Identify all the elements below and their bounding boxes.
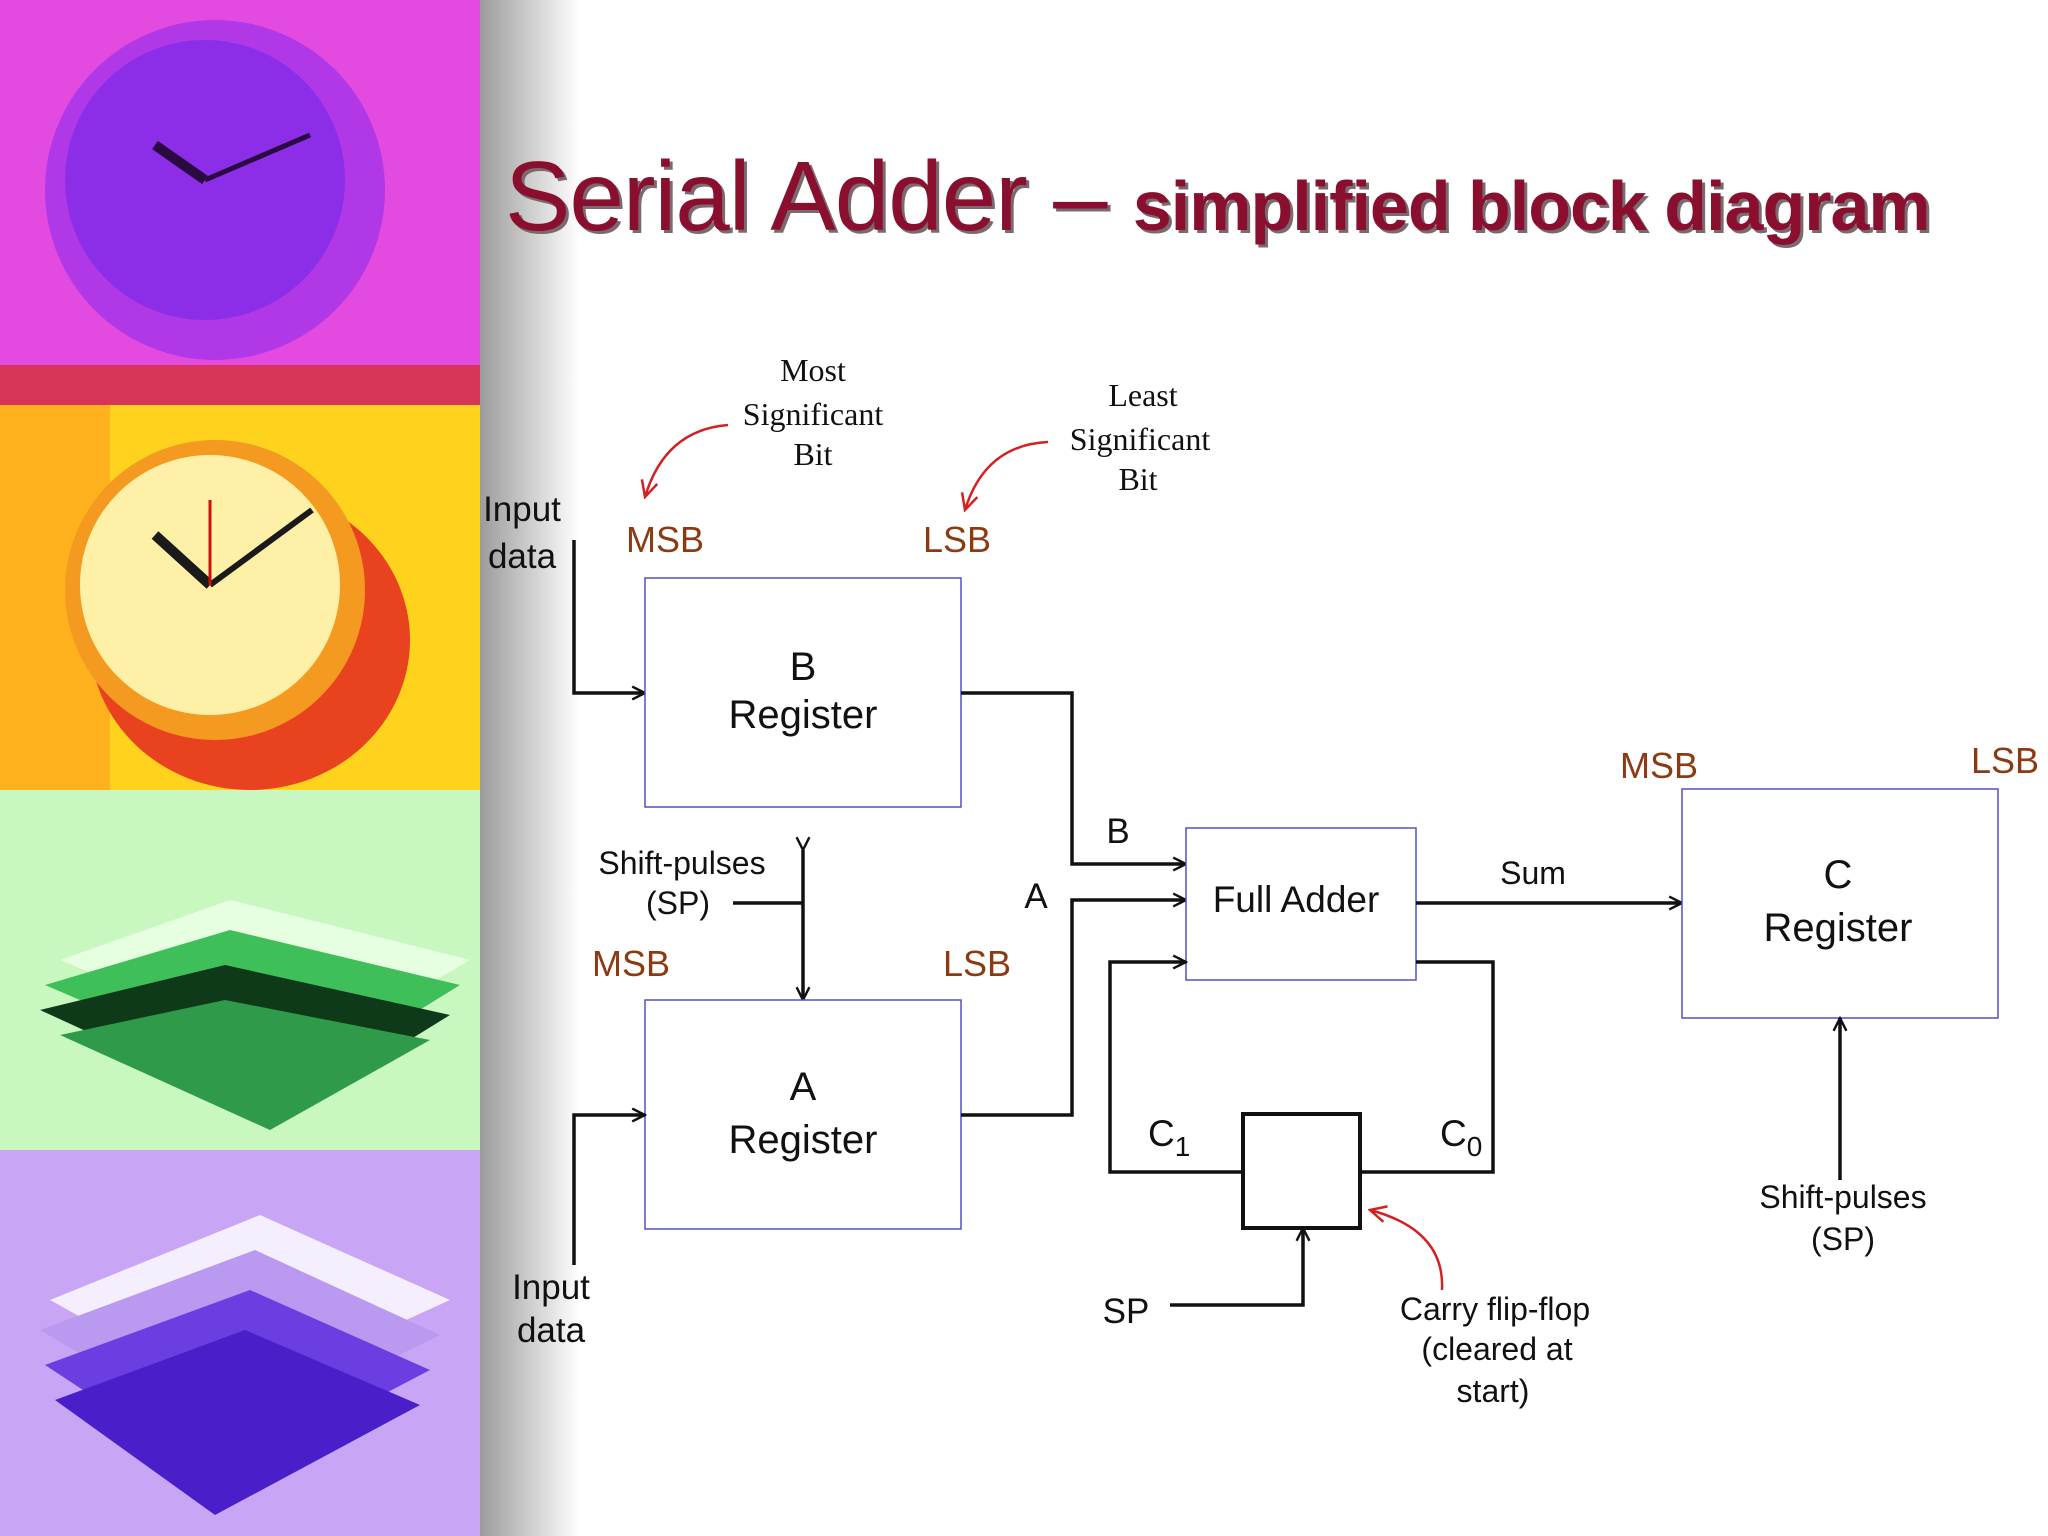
carry-note-line3: start) bbox=[1457, 1373, 1530, 1409]
msb-note-line1: Most bbox=[780, 352, 846, 388]
signal-sp-label: SP bbox=[1103, 1292, 1150, 1331]
lsb-annotation: Least Significant Bit bbox=[965, 377, 1210, 510]
a-register-lsb-label: LSB bbox=[943, 943, 1011, 984]
full-adder-label: Full Adder bbox=[1213, 879, 1380, 920]
c-register-box bbox=[1681, 788, 1999, 1019]
input-data-bottom-line1: Input bbox=[512, 1268, 590, 1307]
a-register-letter: A bbox=[790, 1065, 817, 1109]
input-data-top-line2: data bbox=[488, 537, 557, 576]
shift-pulses-right-line1: Shift-pulses bbox=[1759, 1179, 1926, 1215]
b-register-letter: B bbox=[790, 645, 817, 689]
decorative-photo-strip bbox=[0, 0, 580, 1536]
a-register-box bbox=[644, 999, 962, 1230]
msb-annotation-arrow bbox=[645, 423, 729, 497]
shift-pulses-right-line2: (SP) bbox=[1811, 1221, 1875, 1257]
lsb-note-line1: Least bbox=[1108, 377, 1177, 413]
c-register-word: Register bbox=[1764, 906, 1913, 950]
lsb-note-line3: Bit bbox=[1118, 461, 1157, 497]
slide-title: Serial Adder – simplified block diagram bbox=[505, 140, 2045, 251]
carry-note-line1: Carry flip-flop bbox=[1400, 1291, 1590, 1327]
a-output-wire bbox=[961, 900, 1186, 1117]
c1-letter: C bbox=[1148, 1113, 1175, 1154]
signal-c0-label: C0 bbox=[1440, 1113, 1482, 1162]
msb-annotation: Most Significant Bit bbox=[645, 352, 883, 497]
lsb-annotation-arrow bbox=[965, 440, 1049, 510]
shift-pulses-left-line1: Shift-pulses bbox=[598, 845, 765, 881]
a-register-msb-label: MSB bbox=[592, 943, 670, 984]
lsb-note-line2: Significant bbox=[1070, 421, 1211, 457]
yellow-clock-icon bbox=[65, 440, 410, 790]
shift-pulses-left-line2: (SP) bbox=[646, 885, 710, 921]
signal-sum-label: Sum bbox=[1500, 855, 1566, 891]
input-data-bottom-line2: data bbox=[517, 1311, 586, 1350]
full-adder-box bbox=[1185, 827, 1417, 981]
title-dash: – bbox=[1026, 141, 1133, 251]
sp-clock-wire bbox=[1170, 1228, 1303, 1307]
green-papers-icon bbox=[40, 900, 470, 1130]
magenta-clock-icon bbox=[45, 20, 385, 360]
input-data-bottom-arrow bbox=[572, 1115, 645, 1265]
violet-papers-icon bbox=[40, 1215, 450, 1515]
c-register-msb-label: MSB bbox=[1620, 745, 1698, 786]
carry-note-line2: (cleared at bbox=[1421, 1331, 1572, 1367]
input-data-top-arrow bbox=[572, 540, 645, 693]
carry-out-wire bbox=[1360, 960, 1495, 1174]
carry-in-wire bbox=[1108, 962, 1243, 1174]
signal-b-label: B bbox=[1106, 812, 1129, 851]
a-register-word: Register bbox=[729, 1118, 878, 1162]
c-register-lsb-label: LSB bbox=[1971, 740, 2039, 781]
b-register-box bbox=[644, 577, 962, 808]
c0-subscript: 0 bbox=[1467, 1131, 1483, 1162]
input-data-top-line1: Input bbox=[483, 490, 561, 529]
signal-a-label: A bbox=[1024, 877, 1048, 916]
b-output-wire bbox=[961, 691, 1186, 864]
carry-annotation-arrow bbox=[1370, 1210, 1444, 1291]
c0-letter: C bbox=[1440, 1113, 1467, 1154]
c-register-letter: C bbox=[1824, 853, 1853, 897]
title-subtitle: simplified block diagram bbox=[1132, 167, 1931, 245]
carry-flip-flop-box bbox=[1241, 1112, 1362, 1230]
b-register-lsb-label: LSB bbox=[923, 519, 991, 560]
msb-note-line3: Bit bbox=[793, 436, 832, 472]
signal-c1-label: C1 bbox=[1148, 1113, 1190, 1162]
c1-subscript: 1 bbox=[1175, 1131, 1191, 1162]
title-main: Serial Adder bbox=[505, 141, 1028, 251]
msb-note-line2: Significant bbox=[743, 396, 884, 432]
b-register-word: Register bbox=[729, 693, 878, 737]
b-register-msb-label: MSB bbox=[626, 519, 704, 560]
